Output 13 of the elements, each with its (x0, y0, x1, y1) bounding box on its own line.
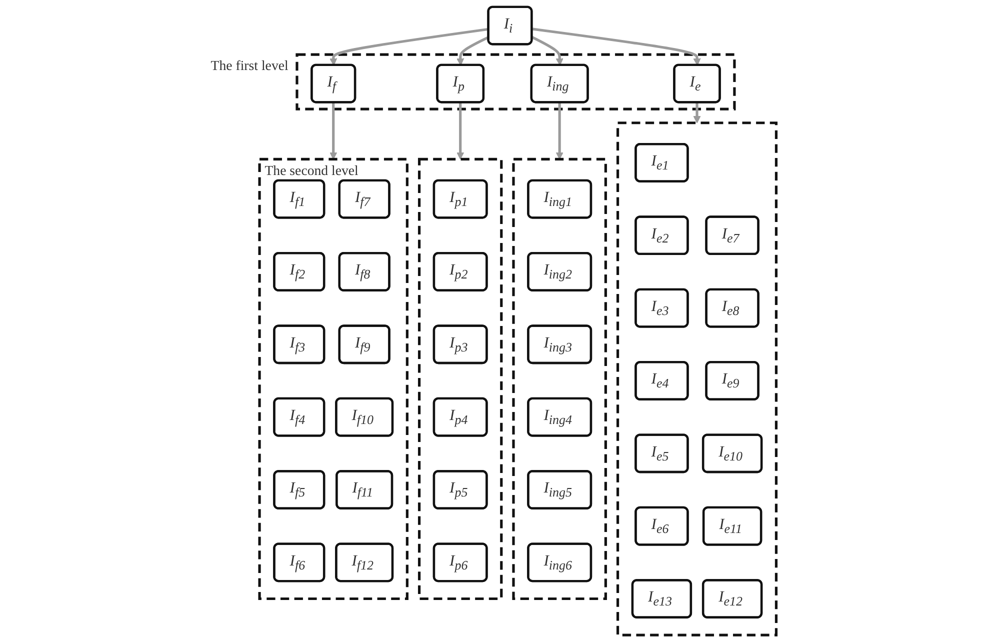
arrow (531, 36, 564, 66)
arrow (330, 28, 489, 66)
cluster (418, 158, 503, 600)
cluster (616, 122, 778, 636)
arrow (532, 28, 701, 66)
arrow (693, 102, 701, 124)
arrow (456, 36, 490, 66)
node-label: The first level (210, 58, 288, 74)
cluster (296, 53, 736, 110)
arrow (556, 102, 564, 160)
arrow (330, 102, 338, 160)
arrow (456, 102, 464, 160)
cluster (512, 158, 607, 600)
